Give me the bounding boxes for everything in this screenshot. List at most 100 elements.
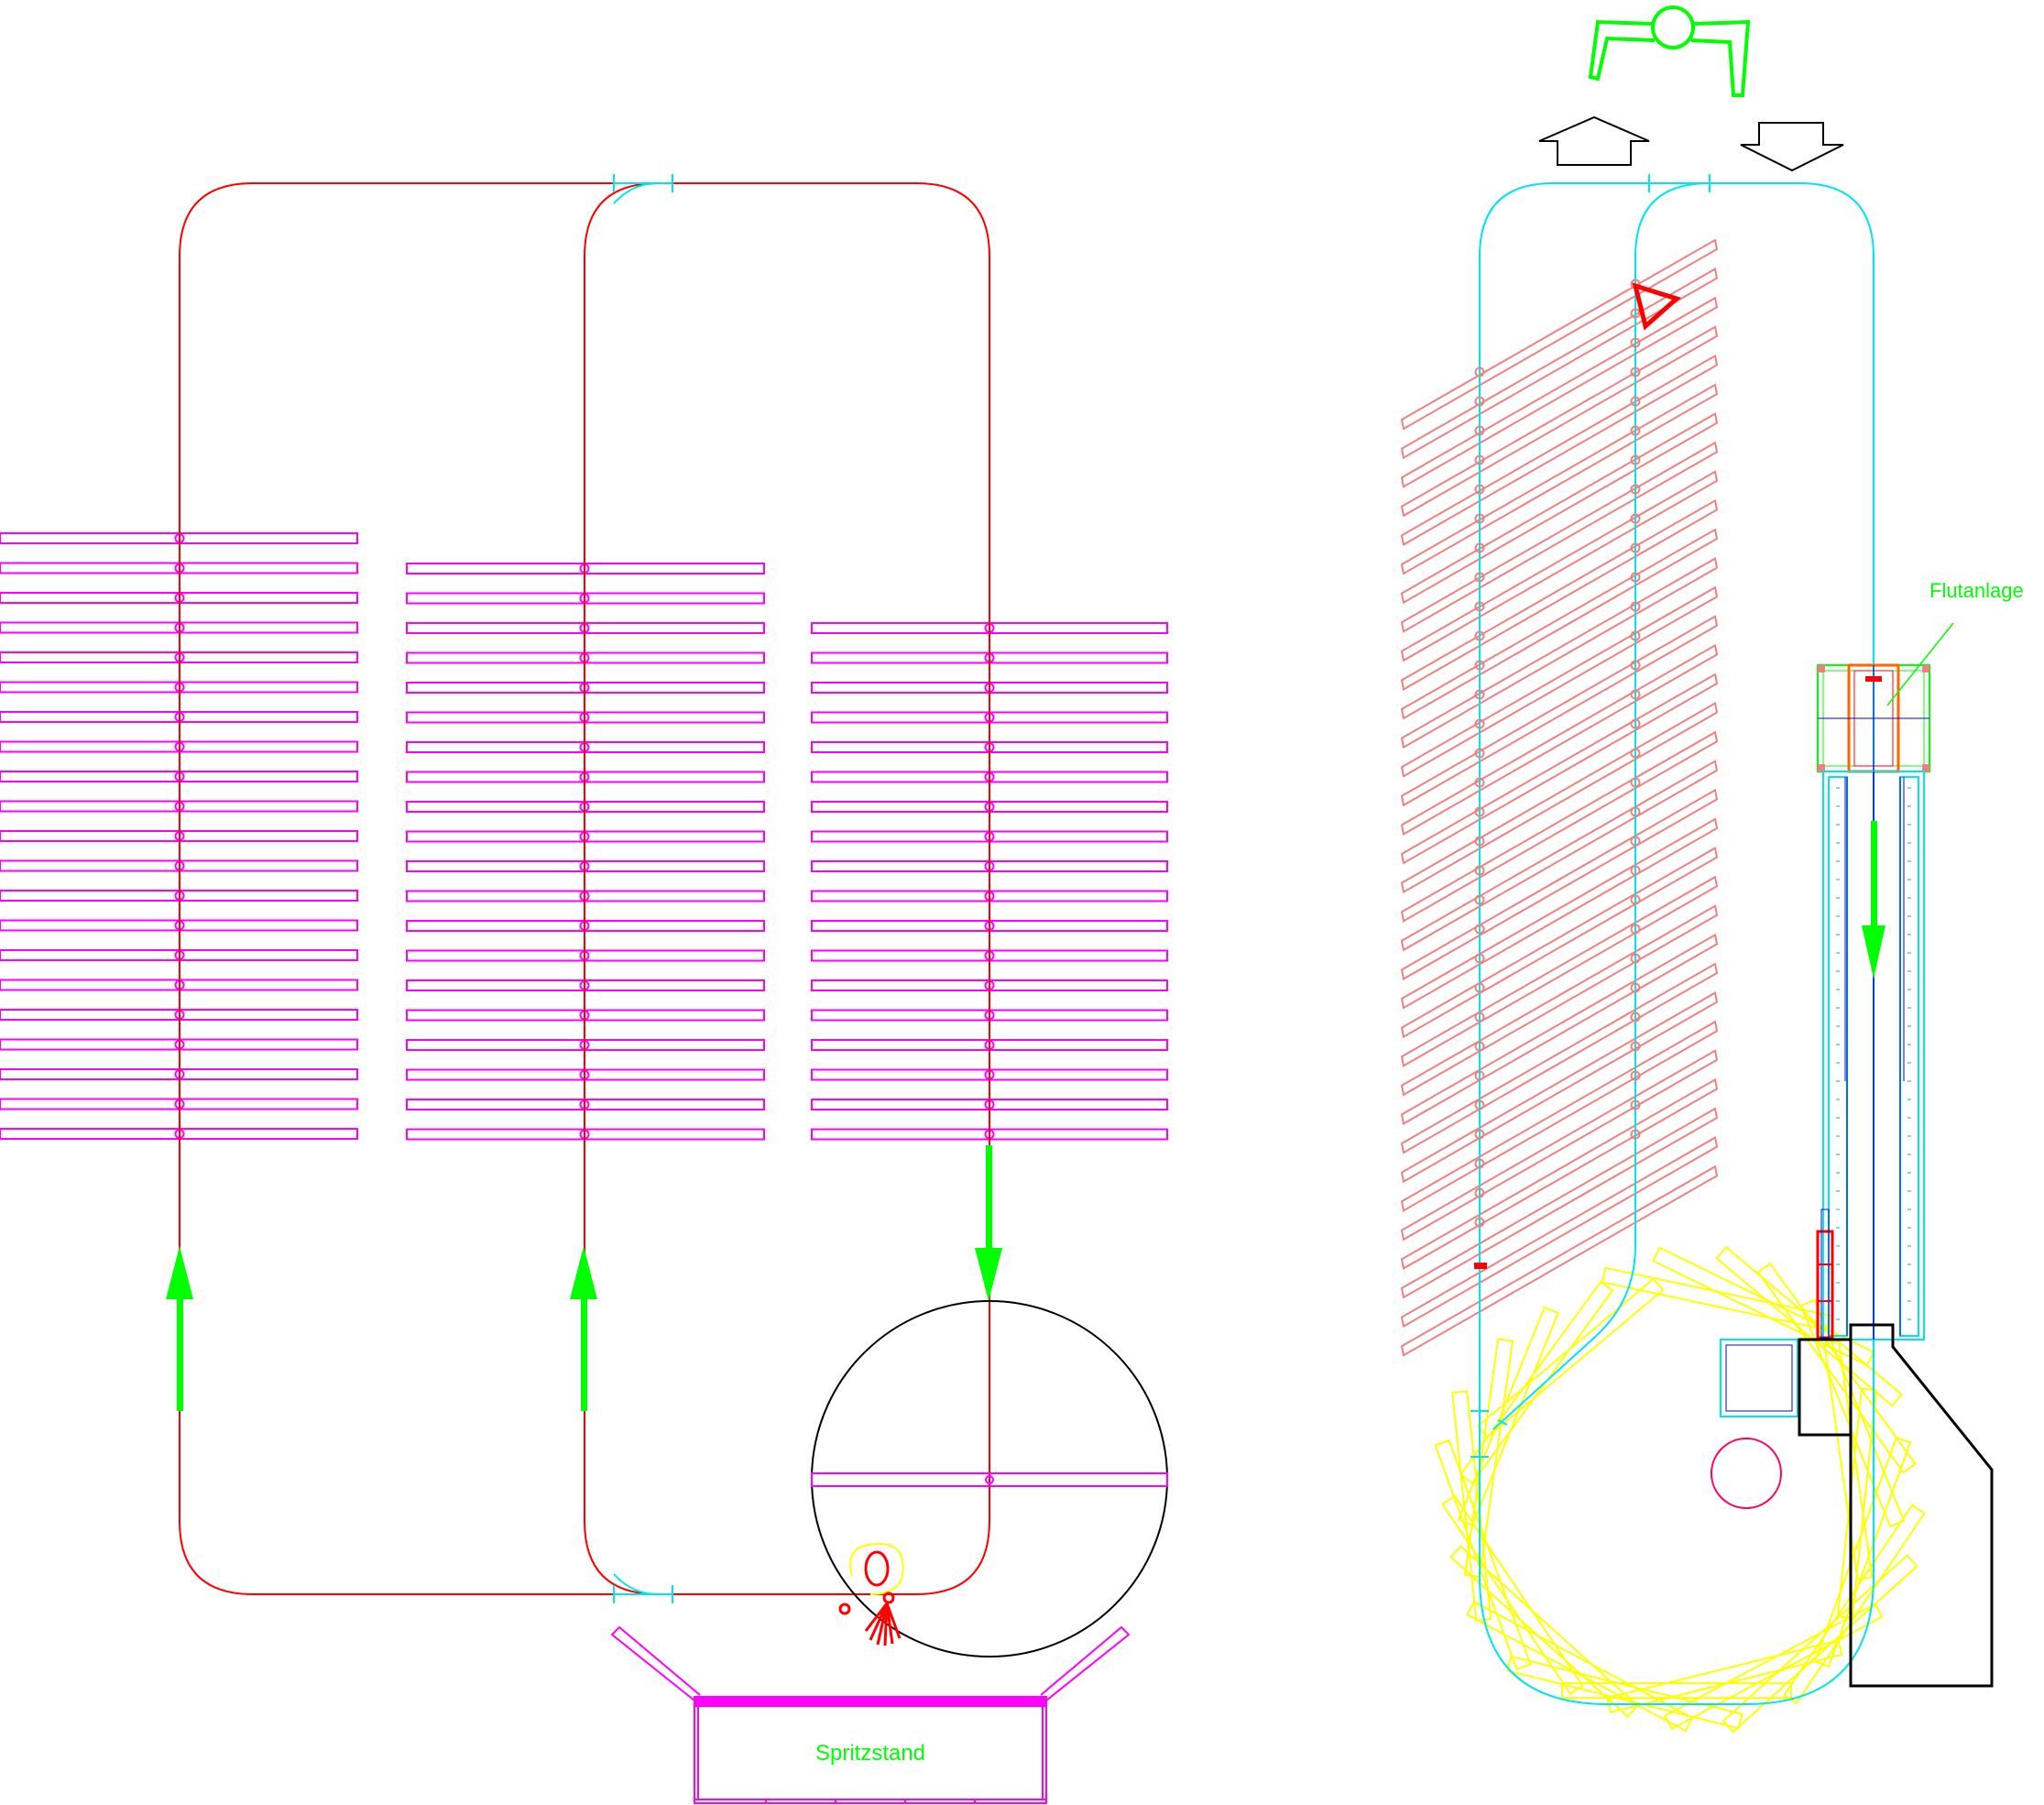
hanger — [1474, 454, 1485, 465]
flow-arrow-down-flood — [1862, 821, 1886, 979]
angled-rack — [1400, 875, 1719, 1067]
hanger — [1630, 1129, 1641, 1140]
hanger — [1474, 1217, 1485, 1228]
angled-rack — [1400, 933, 1719, 1125]
angled-rack — [1400, 1020, 1719, 1212]
side-frame — [1720, 1339, 1798, 1417]
angled-rack — [1400, 904, 1719, 1097]
hanger — [1474, 484, 1485, 495]
hanger — [1630, 513, 1641, 524]
hanger — [1474, 572, 1485, 583]
hanger — [1474, 777, 1485, 788]
hanger — [1630, 689, 1641, 700]
angled-rack-group — [1400, 238, 1719, 1357]
hanger — [1630, 718, 1641, 729]
end-marker — [1474, 1263, 1487, 1269]
angled-rack — [1400, 788, 1719, 980]
hanger — [1474, 748, 1485, 759]
flow-arrow-up-middle — [570, 1246, 597, 1411]
angled-rack — [1400, 557, 1719, 749]
angled-rack — [1400, 760, 1719, 952]
hanger — [1630, 308, 1641, 319]
flow-arrow-down-right — [975, 1145, 1002, 1301]
right-switch-top — [1648, 174, 1711, 192]
angled-rack — [1400, 643, 1719, 836]
hanger — [1474, 1041, 1485, 1052]
hanger — [1630, 836, 1641, 847]
hanger — [1474, 982, 1485, 993]
hanger — [1474, 1070, 1485, 1081]
fan-rack — [1813, 1436, 1912, 1668]
hanger — [1630, 366, 1641, 377]
hanger — [1474, 836, 1485, 847]
angled-rack — [1400, 1049, 1719, 1242]
hanger — [1630, 425, 1641, 436]
hanger — [1630, 748, 1641, 759]
fan-rack — [1434, 1439, 1532, 1671]
hanger — [1630, 953, 1641, 964]
hanger — [1474, 953, 1485, 964]
left-conveyor-outer-loop — [179, 182, 990, 1595]
fan-rack — [1459, 1280, 1614, 1485]
hanger — [1630, 630, 1641, 641]
right-conveyor-outer-loop — [1479, 182, 1875, 1705]
angled-rack — [1400, 528, 1719, 720]
right-hanger-group — [1474, 279, 1911, 1320]
pit-circle — [1711, 1438, 1782, 1509]
machine-housing — [1798, 1323, 1994, 1688]
flood-unit-label: Flutanlage — [1929, 579, 2024, 602]
angled-rack — [1400, 847, 1719, 1039]
flow-arrow-up-left — [166, 1246, 193, 1411]
angled-rack — [1400, 498, 1719, 691]
fan-rack — [1457, 1306, 1559, 1527]
angled-rack — [1400, 238, 1719, 431]
angled-rack — [1400, 412, 1719, 605]
spray-booth-label: Spritzstand — [815, 1741, 925, 1766]
turntable-rack — [811, 1472, 1168, 1487]
hanger — [1474, 660, 1485, 671]
fan-rack-group — [1434, 1245, 1926, 1734]
angled-rack — [1400, 1107, 1719, 1299]
angled-rack — [1400, 962, 1719, 1154]
hanger — [1474, 865, 1485, 876]
fan-rack — [1449, 1545, 1639, 1718]
angled-rack — [1400, 441, 1719, 633]
hanger — [1474, 630, 1485, 641]
hanger — [1630, 454, 1641, 465]
hanger — [1474, 718, 1485, 729]
right-layout: Flutanlage — [1400, 5, 2024, 1734]
fan-rack — [1506, 1655, 1743, 1730]
angled-rack — [1400, 1165, 1719, 1357]
angled-rack — [1400, 730, 1719, 923]
hanger — [1474, 1099, 1485, 1110]
hanger — [1474, 425, 1485, 436]
hanger — [1474, 924, 1485, 935]
angled-rack — [1400, 383, 1719, 575]
angled-rack — [1400, 470, 1719, 662]
switch-top — [613, 174, 673, 204]
left-conveyor-inner-bottom — [584, 1411, 659, 1595]
switch-bottom — [613, 1573, 673, 1603]
fan-rack — [1823, 1340, 1874, 1581]
hanger — [1474, 366, 1485, 377]
hanger — [1474, 1012, 1485, 1023]
angled-rack — [1400, 1078, 1719, 1270]
hanger — [1630, 572, 1641, 583]
angled-rack — [1400, 615, 1719, 807]
operator-person-icon — [1588, 5, 1751, 97]
angled-rack — [1400, 325, 1719, 518]
hanger — [1630, 806, 1641, 817]
hanger — [1474, 1187, 1485, 1198]
hanger — [1630, 894, 1641, 905]
hanger — [1630, 337, 1641, 348]
angled-rack — [1400, 354, 1719, 546]
angled-rack — [1400, 817, 1719, 1010]
hanger — [1474, 601, 1485, 612]
left-conveyor-inner-loop — [584, 182, 659, 1411]
hanger — [1630, 865, 1641, 876]
hanger — [1474, 689, 1485, 700]
right-switch-bottom — [1470, 1410, 1508, 1458]
right-conveyor-inner-branch — [1492, 182, 1710, 1430]
left-layout: Spritzstand — [0, 174, 1168, 1804]
